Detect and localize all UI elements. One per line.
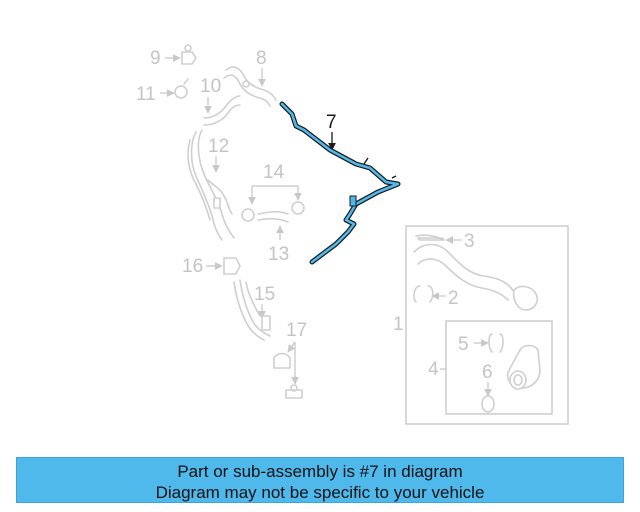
parts-diagram: 9 11 8 10 12 14 (136, 44, 569, 425)
callout-9: 9 (150, 48, 161, 69)
callout-13: 13 (268, 244, 289, 265)
info-banner: Part or sub-assembly is #7 in diagram Di… (16, 457, 624, 503)
part-10-hose: 10 (200, 76, 241, 126)
callout-12: 12 (208, 136, 229, 157)
part-14-clamps: 14 (241, 162, 305, 222)
banner-line-2: Diagram may not be specific to your vehi… (155, 483, 485, 502)
callout-17: 17 (286, 320, 307, 341)
callout-16: 16 (182, 256, 203, 277)
callout-6: 6 (482, 362, 493, 383)
part-7-pipe: 7 (279, 101, 401, 265)
callout-10: 10 (200, 76, 221, 97)
part-15-pipes: 15 (233, 279, 275, 341)
callout-8: 8 (256, 48, 267, 69)
callout-1: 1 (393, 314, 404, 335)
part-2-clamp: 2 (413, 285, 459, 309)
part-5-clamp: 5 (458, 333, 504, 355)
callout-15: 15 (254, 284, 275, 305)
callout-11: 11 (136, 84, 156, 105)
part-11-clip: 11 (136, 78, 189, 105)
callout-4: 4 (428, 359, 439, 380)
callout-14: 14 (263, 162, 285, 183)
part-16-clip: 16 (182, 256, 241, 277)
sub-assembly-box-4: 4 (428, 320, 553, 415)
banner-line-1: Part or sub-assembly is #7 in diagram (177, 462, 463, 481)
part-9-clip: 9 (150, 44, 197, 69)
part-8-hose: 8 (223, 48, 277, 107)
callout-5: 5 (458, 334, 469, 355)
callout-2: 2 (448, 288, 459, 309)
assembly-box-1: 1 (393, 225, 569, 425)
fitting-elbow (506, 344, 541, 390)
part-3-strip: 3 (413, 231, 539, 311)
part-17-brackets: 17 (273, 320, 307, 399)
callout-3: 3 (464, 231, 475, 252)
part-12-pipe-bundle: 12 (187, 129, 235, 241)
callout-7: 7 (326, 112, 337, 133)
part-6-seal: 6 (481, 362, 495, 413)
part-13-hose: 13 (257, 210, 289, 265)
